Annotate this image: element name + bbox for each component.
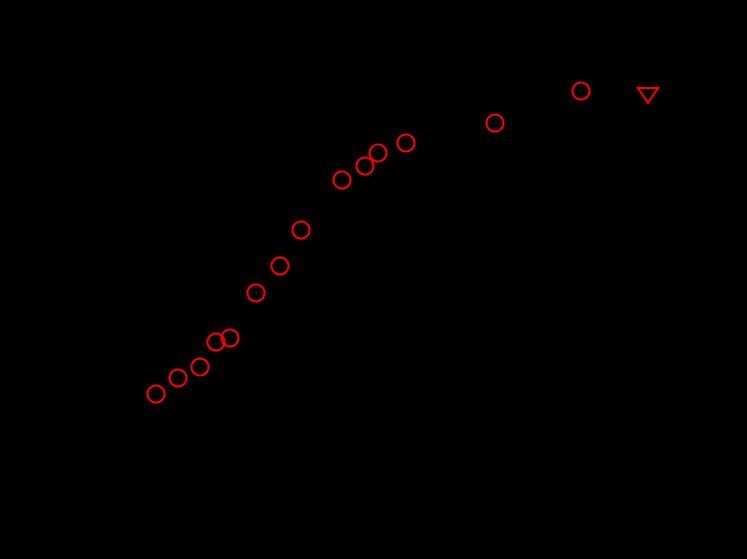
triangle-marker [636, 87, 660, 105]
circle-marker [332, 170, 352, 190]
circle-marker [270, 256, 290, 276]
circle-marker [190, 357, 210, 377]
circle-marker [168, 368, 188, 388]
circle-marker [485, 113, 505, 133]
circle-marker [220, 328, 240, 348]
circle-marker [206, 332, 226, 352]
circle-marker [355, 156, 375, 176]
circle-marker [146, 384, 166, 404]
circle-marker [368, 143, 388, 163]
circle-marker [396, 133, 416, 153]
circle-marker [246, 283, 266, 303]
series-circles [146, 81, 591, 404]
circle-marker [571, 81, 591, 101]
circle-marker [291, 220, 311, 240]
series-triangles [636, 87, 660, 105]
